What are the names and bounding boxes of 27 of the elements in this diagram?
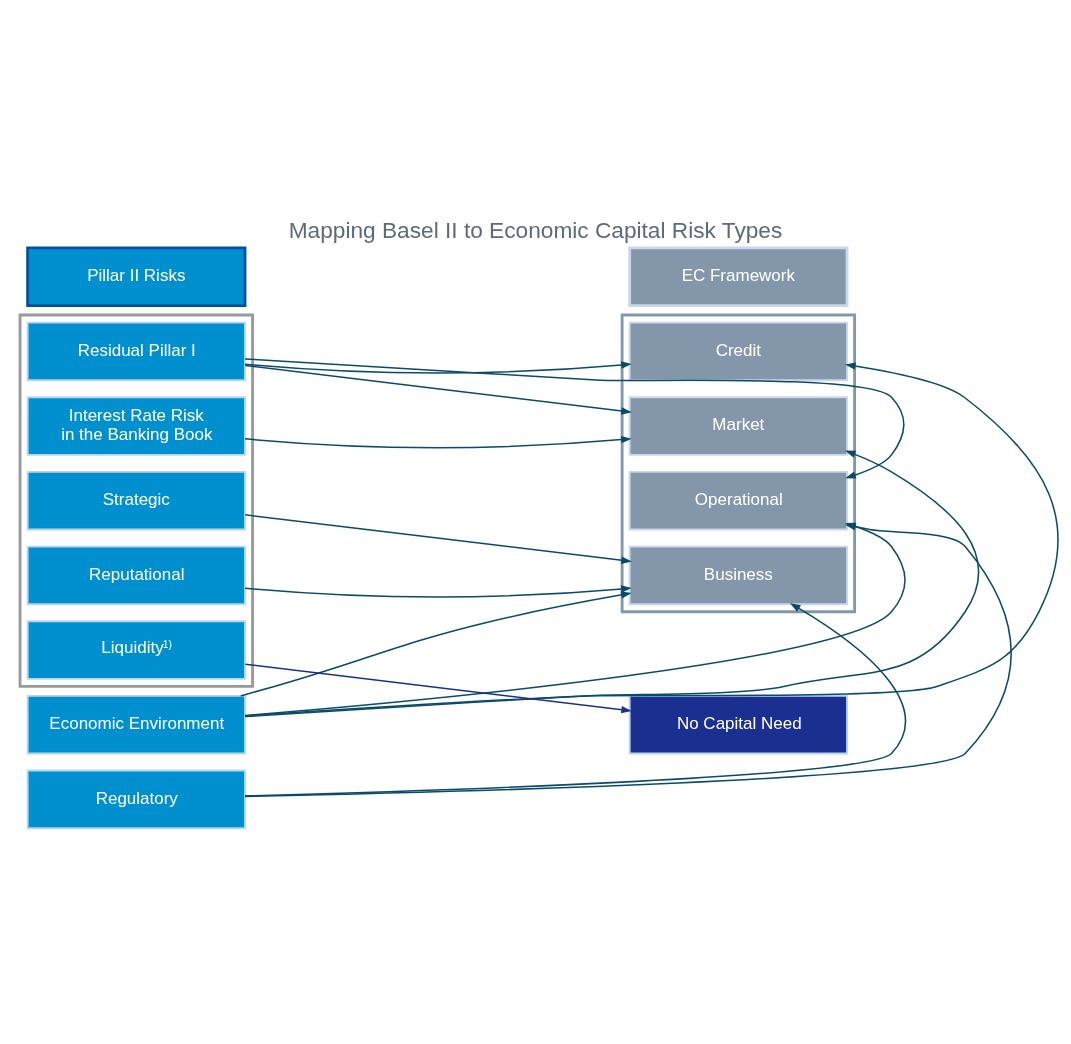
arrow <box>244 603 906 797</box>
arrow <box>244 450 980 718</box>
node-box: Residual Pillar I <box>26 321 246 382</box>
node-box: No Capital Need <box>628 694 848 755</box>
arrow <box>244 435 632 449</box>
node-box: Strategic <box>26 470 246 531</box>
diagram-title: Mapping Basel II to Economic Capital Risk Types <box>288 216 783 243</box>
node-box: Credit <box>628 321 848 382</box>
arrow <box>244 585 632 598</box>
arrow <box>244 362 1059 717</box>
node-box: Regulatory <box>26 769 246 830</box>
arrow <box>244 361 632 374</box>
node-box: EC Framework <box>628 246 849 307</box>
node-box: Market <box>628 396 848 456</box>
node-box: Pillar II Risks <box>26 246 247 307</box>
arrow <box>244 514 632 564</box>
node-box: Interest Rate Risk in the Banking Book <box>26 396 246 456</box>
arrow <box>244 663 632 714</box>
arrow <box>244 364 632 415</box>
arrow <box>240 591 632 697</box>
node-box: Operational <box>628 470 848 531</box>
node-box: Business <box>628 545 848 606</box>
cluster <box>18 313 254 688</box>
node-box: Economic Environment <box>26 694 246 755</box>
node-box: Reputational <box>26 545 246 606</box>
node-box: Liquidity$^{1)}$ <box>26 620 246 680</box>
arrow <box>244 358 905 479</box>
